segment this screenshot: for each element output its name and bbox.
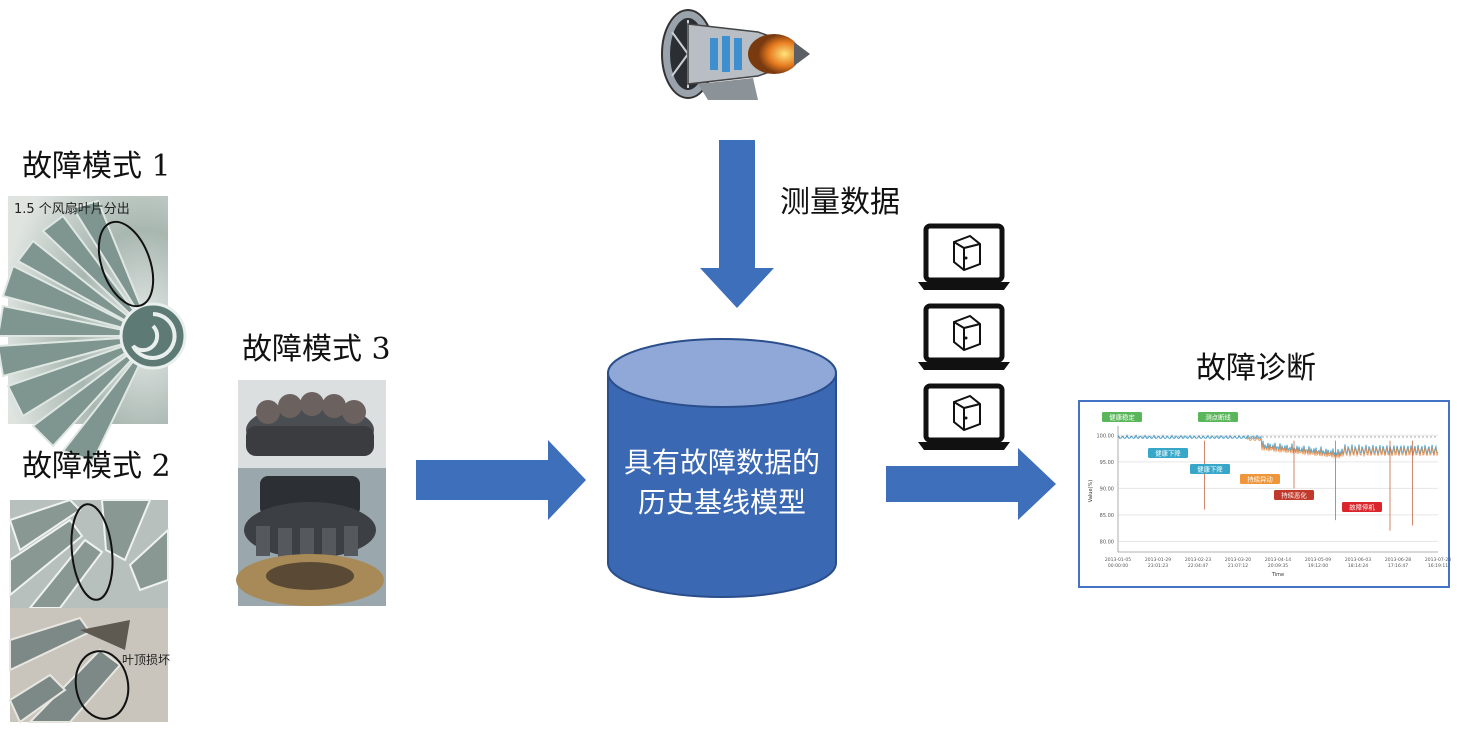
y-tick-label: 80.00 <box>1100 539 1114 545</box>
database-label-line2: 历史基线模型 <box>637 486 806 519</box>
x-tick-label: 2013-07-23 <box>1425 557 1451 563</box>
y-tick-label: 85.00 <box>1100 513 1114 519</box>
x-tick-label: 2013-06-28 <box>1385 557 1411 563</box>
fault-mode-1-photo: 1.5 个风扇叶片分出 <box>0 196 187 463</box>
annotation-callout-box <box>1190 464 1230 474</box>
arrow-to-database <box>416 440 586 520</box>
annotation-callout-label: 故障停机 <box>1349 502 1375 511</box>
x-tick-label: 2013-01-05 <box>1105 557 1131 563</box>
x-axis-label: Time <box>1271 572 1284 578</box>
jet-engine-icon <box>648 6 812 102</box>
database-label: 具有故障数据的 历史基线模型 <box>606 443 838 523</box>
annotation-callout-label: 持续异动 <box>1247 474 1273 483</box>
y-tick-label: 95.00 <box>1100 460 1114 466</box>
y-tick-label: 100.00 <box>1097 433 1115 439</box>
annotation-callout-label: 健康下降 <box>1155 448 1181 457</box>
fault-mode-2-label: 故障模式 2 <box>22 449 171 484</box>
annotation-callout-label: 持续恶化 <box>1281 490 1307 499</box>
x-tick-label: 2013-01-29 <box>1145 557 1171 563</box>
anomaly-line <box>1246 436 1439 459</box>
fault-mode-2-photo: 叶顶损坏 <box>8 498 170 724</box>
x-tick-label: 2013-06-03 <box>1345 557 1371 563</box>
annotation-callout-box <box>1148 448 1188 458</box>
fan-blade-out-caption: 1.5 个风扇叶片分出 <box>14 201 130 217</box>
x-tick-label-time: 18:14:24 <box>1348 563 1368 569</box>
x-tick-label: 2013-02-23 <box>1185 557 1211 563</box>
x-tick-label-time: 21:07:12 <box>1228 563 1248 569</box>
y-tick-label: 90.00 <box>1100 486 1114 492</box>
fault-mode-3-label: 故障模式 3 <box>242 332 391 367</box>
x-tick-label-time: 17:16:47 <box>1388 563 1408 569</box>
annotation-callout-box <box>1240 474 1280 484</box>
arrow-to-diagnosis <box>886 448 1056 520</box>
y-axis-label: Value(%) <box>1088 480 1094 502</box>
annotation-callout-box <box>1274 490 1314 500</box>
laptop-stack <box>918 222 1010 458</box>
diagnosis-chart: 100.00 95.00 90.00 85.00 80.00 Value(%) 2013-0… <box>1078 400 1451 588</box>
x-tick-label-time: 23:01:23 <box>1148 563 1168 569</box>
annotation-callout-label: 健康稳定 <box>1109 412 1135 421</box>
x-tick-label: 2013-05-09 <box>1305 557 1331 563</box>
x-tick-label: 2013-04-14 <box>1265 557 1291 563</box>
fault-mode-3-photo <box>236 380 386 606</box>
database-label-line1: 具有故障数据的 <box>623 446 820 479</box>
measurement-data-label: 测量数据 <box>780 185 900 220</box>
annotation-callout-label: 健康下降 <box>1197 464 1223 473</box>
x-tick-label-time: 22:04:47 <box>1188 563 1208 569</box>
diagnosis-chart-svg: 100.00 95.00 90.00 85.00 80.00 Value(%) 2013-0… <box>1088 412 1451 578</box>
fault-diagnosis-label: 故障诊断 <box>1196 351 1316 386</box>
annotation-callout-label: 测点断线 <box>1205 412 1231 421</box>
down-arrow <box>700 140 774 308</box>
blade-tip-damage-caption: 叶顶损坏 <box>122 653 170 667</box>
x-tick-label-time: 20:09:35 <box>1268 563 1288 569</box>
x-tick-label-time: 19:12:00 <box>1308 563 1328 569</box>
x-tick-label-time: 00:00:00 <box>1108 563 1128 569</box>
annotation-callout-box <box>1342 502 1382 512</box>
x-tick-label-time: 16:19:11 <box>1428 563 1448 569</box>
x-tick-label: 2013-03-20 <box>1225 557 1251 563</box>
annotation-callout-box <box>1198 412 1238 422</box>
annotation-callout-box <box>1102 412 1142 422</box>
fault-mode-1-label: 故障模式 1 <box>22 149 171 184</box>
database-cylinder-icon: 具有故障数据的 历史基线模型 <box>606 335 838 600</box>
